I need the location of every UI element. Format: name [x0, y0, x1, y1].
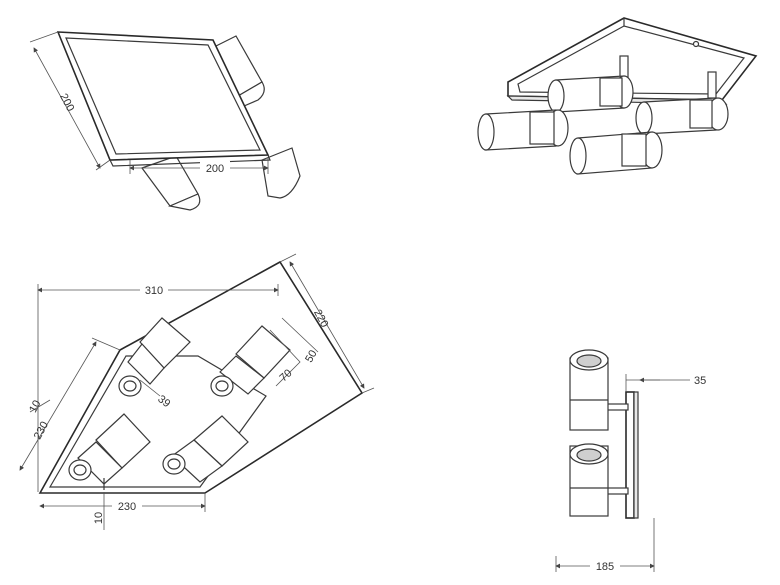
spot-lamp	[477, 109, 569, 151]
spot-lamp	[569, 443, 609, 517]
dim-side-b: 200	[206, 163, 224, 175]
dim-spot-dia: 39	[155, 393, 172, 410]
view-plan: 310 220 230 10 230 10 39 70 50	[19, 253, 375, 530]
dim-spot-offset: 50	[303, 348, 320, 365]
dim-overall: 310	[145, 285, 163, 297]
view-side: 35 185	[555, 349, 706, 573]
spot-lamp	[118, 317, 191, 397]
spot-lamp	[547, 75, 634, 113]
spot-lamp	[569, 131, 663, 175]
dim-depth: 35	[694, 375, 706, 387]
spot-lamp	[210, 325, 291, 397]
view-perspective	[477, 17, 758, 175]
spot-lamp	[569, 349, 609, 431]
view-top-tilted: 200 200	[29, 31, 301, 211]
dim-bottom: 230	[118, 501, 136, 513]
spot-lamp	[261, 147, 301, 199]
dim-height: 185	[596, 561, 614, 573]
spot-lamp	[635, 97, 729, 135]
dim-side-a: 200	[57, 92, 76, 114]
spot-lamp	[162, 415, 249, 483]
dim-bottom-margin: 10	[93, 512, 105, 524]
ceiling-plate	[625, 391, 635, 519]
dim-left-margin: 10	[27, 398, 43, 414]
